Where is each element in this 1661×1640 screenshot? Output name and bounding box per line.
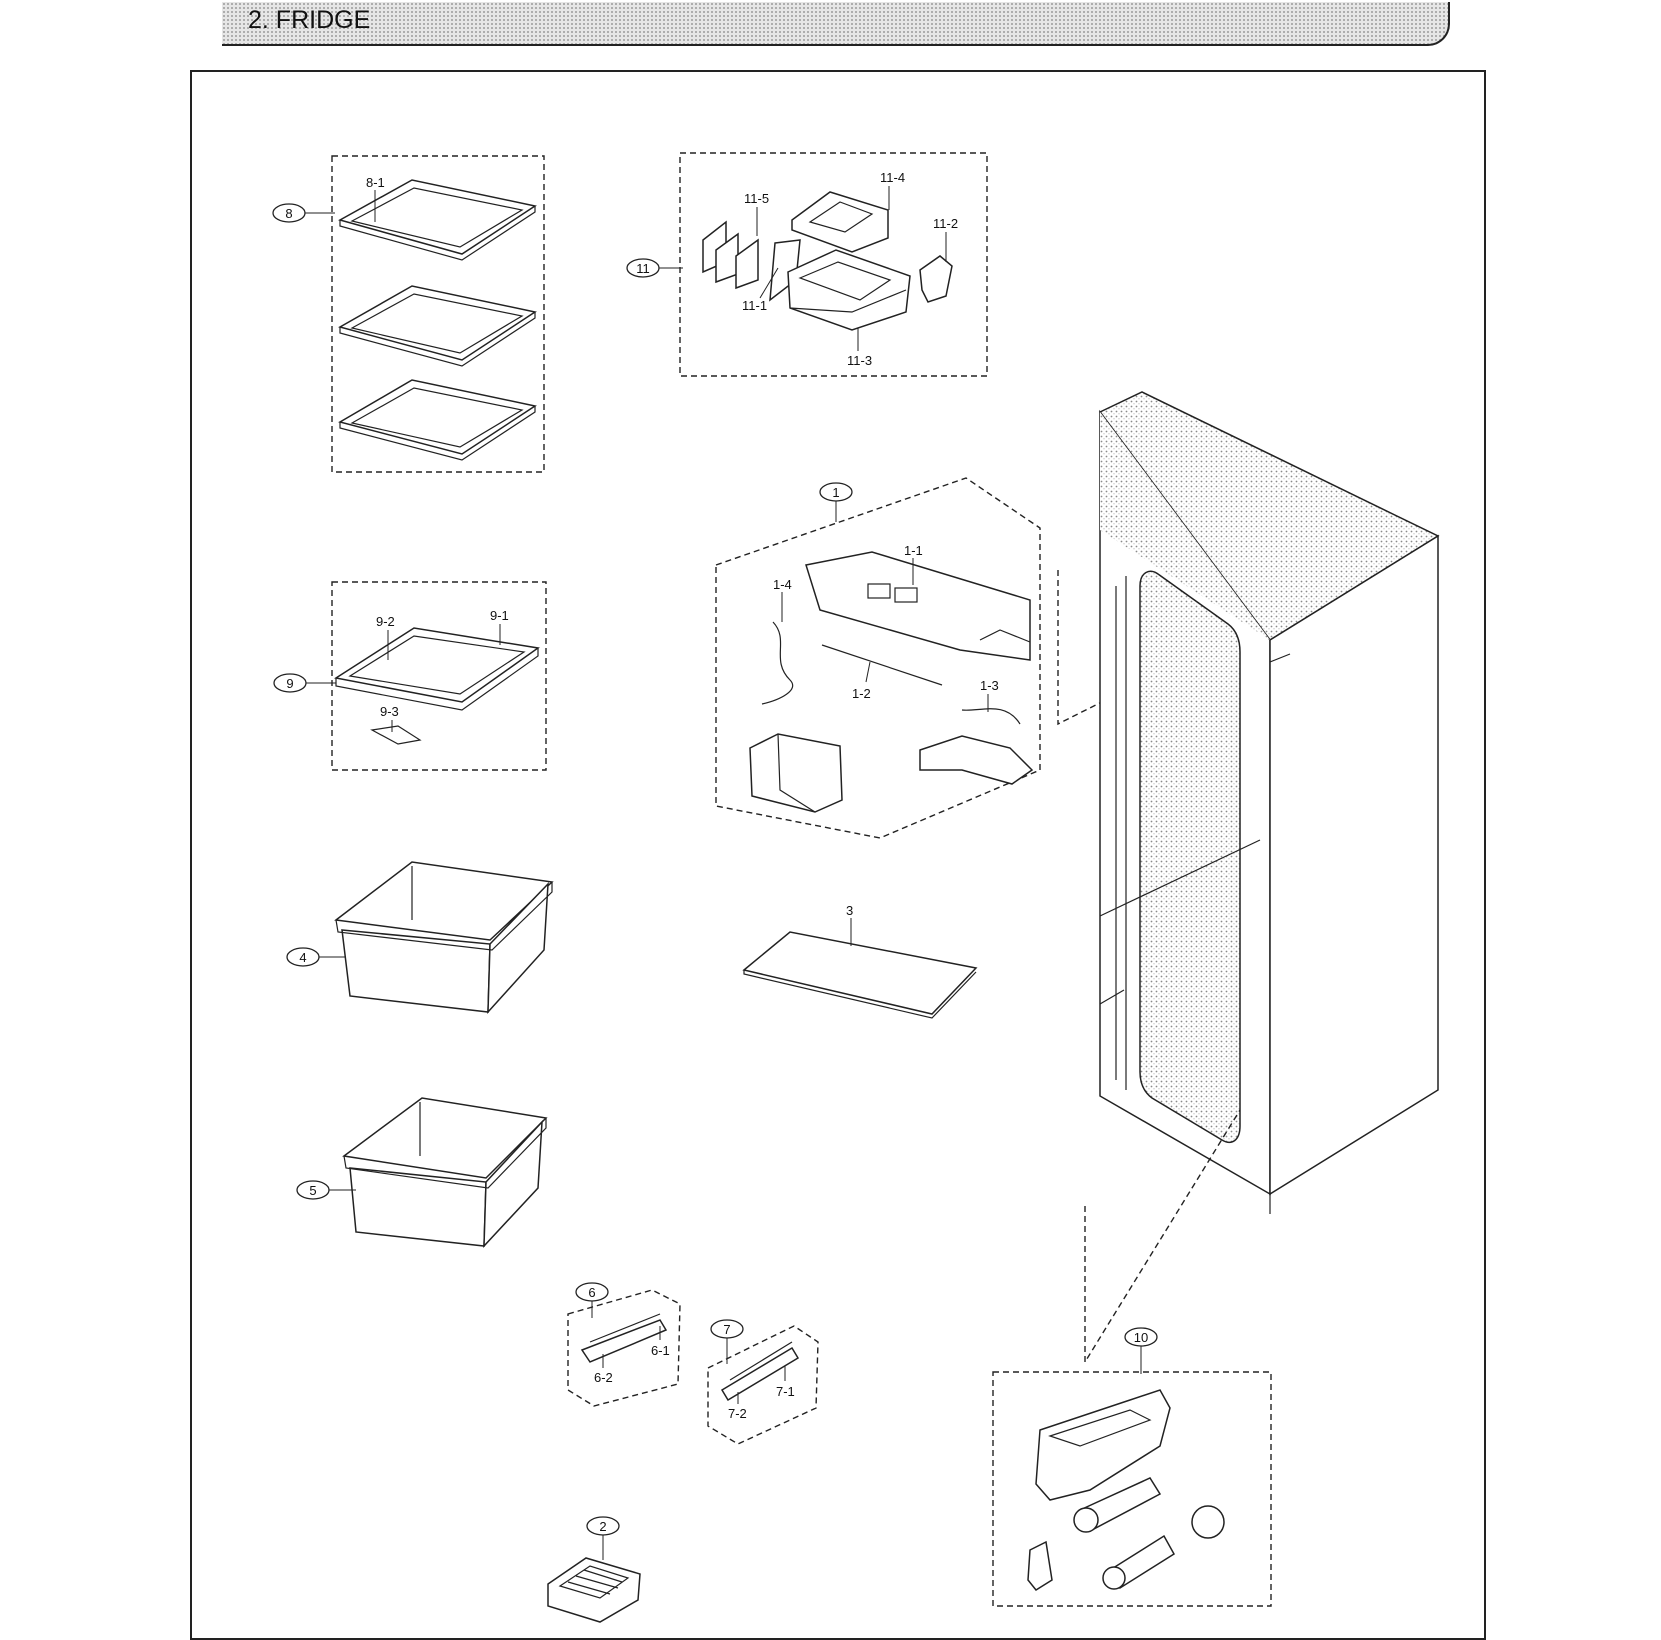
callout-5-label: 5 bbox=[309, 1183, 316, 1198]
label-6-2: 6-2 bbox=[594, 1370, 613, 1385]
callout-2-label: 2 bbox=[599, 1519, 606, 1534]
shelf-8-3 bbox=[338, 379, 537, 461]
shelf-8-1 bbox=[338, 179, 537, 261]
callout-8: 8 bbox=[272, 203, 335, 223]
callout-9: 9 bbox=[273, 673, 336, 693]
label-1-3: 1-3 bbox=[980, 678, 999, 693]
part-1-4 bbox=[761, 621, 794, 705]
filter-bypass-plug bbox=[1027, 1540, 1053, 1591]
section-header-banner bbox=[222, 2, 1450, 46]
label-11-5: 11-5 bbox=[744, 191, 769, 206]
callout-9-label: 9 bbox=[286, 676, 293, 691]
part-group-6: 6-1 6-2 6 bbox=[567, 1282, 681, 1407]
part-group-11: 11-4 11-5 11-2 11-1 11-3 11 bbox=[626, 152, 988, 377]
part-group-7: 7-1 7-2 7 bbox=[707, 1319, 819, 1445]
part-3-cover: 3 bbox=[742, 903, 978, 1019]
filter-cartridge-lower bbox=[1102, 1534, 1176, 1590]
part-9-3 bbox=[370, 725, 422, 745]
part-1-module-block bbox=[749, 733, 843, 813]
label-6-1: 6-1 bbox=[651, 1343, 670, 1358]
callout-6-label: 6 bbox=[588, 1285, 595, 1300]
callout-10: 10 bbox=[1124, 1327, 1158, 1374]
callout-7-label: 7 bbox=[723, 1322, 730, 1337]
callout-7: 7 bbox=[710, 1319, 744, 1364]
label-11-4: 11-4 bbox=[880, 170, 905, 185]
part-1-1 bbox=[805, 551, 1031, 661]
shelf-8-2 bbox=[338, 285, 537, 367]
filter-cartridge-upper bbox=[1073, 1477, 1162, 1533]
part-group-1: 1-1 1-4 1-2 1-3 1 bbox=[715, 477, 1206, 839]
label-9-3: 9-3 bbox=[380, 704, 399, 719]
label-11-3: 11-3 bbox=[847, 353, 872, 368]
callout-6: 6 bbox=[575, 1282, 609, 1318]
callout-2: 2 bbox=[586, 1516, 620, 1560]
label-7-1: 7-1 bbox=[776, 1384, 795, 1399]
callout-10-label: 10 bbox=[1134, 1330, 1148, 1345]
label-8-1: 8-1 bbox=[366, 175, 385, 190]
part-2-filter-cover: 2 bbox=[547, 1516, 641, 1623]
filter-housing bbox=[1035, 1389, 1171, 1501]
label-3: 3 bbox=[846, 903, 853, 918]
shelf-group-8: 8-1 8 bbox=[272, 155, 545, 473]
callout-8-label: 8 bbox=[285, 206, 292, 221]
label-11-1: 11-1 bbox=[742, 298, 767, 313]
callout-1-label: 1 bbox=[832, 485, 839, 500]
shelf-group-9: 9-2 9-1 9-3 9 bbox=[273, 581, 547, 771]
refrigerator-cabinet bbox=[1098, 391, 1440, 1214]
part-11-2 bbox=[919, 255, 953, 303]
callout-11: 11 bbox=[626, 258, 683, 278]
part-group-10: 10 bbox=[992, 1327, 1272, 1607]
callout-4-label: 4 bbox=[299, 950, 306, 965]
label-9-2: 9-2 bbox=[376, 614, 395, 629]
label-1-1: 1-1 bbox=[904, 543, 923, 558]
filter-cap bbox=[1191, 1505, 1225, 1539]
callout-1: 1 bbox=[819, 482, 853, 522]
label-9-1: 9-1 bbox=[490, 608, 509, 623]
callout-11-label: 11 bbox=[636, 261, 650, 276]
callout-4: 4 bbox=[286, 947, 346, 967]
part-11-4 bbox=[791, 191, 889, 253]
callout-5: 5 bbox=[296, 1180, 356, 1200]
part-1-3 bbox=[961, 708, 1021, 725]
part-1-2 bbox=[821, 644, 943, 686]
label-1-2: 1-2 bbox=[852, 686, 871, 701]
part-1-cover bbox=[919, 735, 1034, 785]
crisper-drawer-5: 5 bbox=[296, 1097, 548, 1248]
section-title: 2. FRIDGE bbox=[248, 6, 371, 34]
label-11-2: 11-2 bbox=[933, 216, 958, 231]
part-11-3 bbox=[787, 249, 911, 331]
part-11-5 bbox=[702, 220, 759, 290]
label-7-2: 7-2 bbox=[728, 1406, 747, 1421]
crisper-drawer-4: 4 bbox=[286, 861, 554, 1015]
shelf-9-1 bbox=[334, 627, 540, 711]
label-1-4: 1-4 bbox=[773, 577, 792, 592]
